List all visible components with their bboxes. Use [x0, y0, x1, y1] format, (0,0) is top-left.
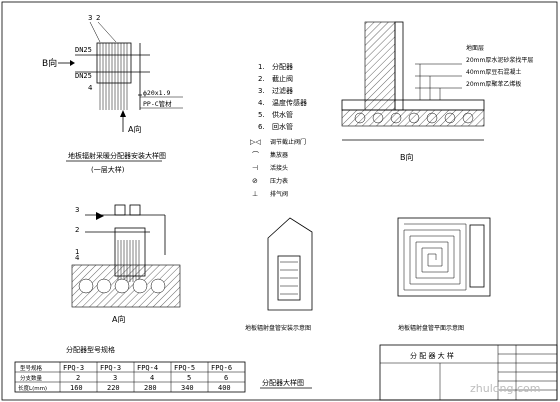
table-cell: 2 — [76, 374, 80, 382]
valve-icon: ▷◁ — [250, 138, 261, 146]
table-cell: 6 — [224, 374, 228, 382]
legend-symbol-text: 调节截止阀门 — [270, 138, 306, 146]
legend-text: 温度传感器 — [272, 98, 307, 107]
pipe-spec: ф20x1.9 — [143, 89, 170, 97]
legend-num: 5. — [258, 111, 265, 119]
table-header-cell: FPQ-3 — [100, 364, 121, 372]
legend-symbol-text: 集放器 — [270, 151, 288, 159]
manifold-plan-view: 3 2 DN25 DN25 4 B向 ф20x1.9 PP-C管材 A向 地板 — [42, 14, 183, 174]
table-cell: 4 — [150, 374, 154, 382]
arrow-icon — [70, 60, 75, 66]
table-header-cell: FPQ-4 — [137, 364, 158, 372]
spec-table: 分配器型号规格 型号规格 FPQ-3 FPQ-3 FPQ-4 FPQ-5 FPQ… — [14, 345, 246, 393]
legend-num: 4. — [258, 99, 265, 107]
a-direction-view: 3 2 1 4 A向 — [71, 204, 181, 324]
union-icon: ⊣ — [252, 164, 258, 172]
table-header-cell: FPQ-3 — [63, 364, 84, 372]
arrow-up-icon — [120, 110, 126, 117]
title-block-title: 分 配 器 大 样 — [410, 351, 454, 360]
legend-text: 分配器 — [272, 62, 293, 71]
table-header-cell: FPQ-5 — [174, 364, 195, 372]
legend-text: 截止阀 — [272, 74, 293, 83]
b-direction-label: B向 — [42, 57, 57, 69]
table-cell: 400 — [218, 384, 231, 392]
legend-num: 1. — [258, 63, 265, 71]
label-4: 4 — [88, 84, 93, 92]
vent-icon: ⊥ — [252, 190, 258, 198]
legend: 1. 分配器 2. 截止阀 3. 过滤器 4. 温度传感器 5. 供水管 6. … — [250, 62, 307, 198]
layer-label: 20mm厚聚苯乙烯板 — [466, 80, 521, 88]
watermark: zhulong.com — [470, 382, 540, 395]
table-title: 分配器型号规格 — [66, 345, 115, 354]
sheet-caption: 分配器大样图 — [262, 378, 304, 387]
table-cell: 长度L(mm) — [18, 384, 47, 392]
label-3: 3 — [88, 14, 92, 22]
section-b-view: 地面层 20mm厚水泥砂浆找平层 40mm厚豆石混凝土 20mm厚聚苯乙烯板 B… — [341, 21, 533, 162]
legend-num: 3. — [258, 87, 265, 95]
table-cell: 160 — [70, 384, 83, 392]
floor-coil-plan: 地板辐射盘管平面示意图 — [397, 217, 491, 332]
branch-pipes — [99, 43, 128, 110]
callout-number: 4 — [75, 254, 80, 262]
layer-label: 20mm厚水泥砂浆找平层 — [466, 56, 533, 64]
title-block: 分 配 器 大 样 — [379, 344, 558, 401]
legend-num: 2. — [258, 75, 265, 83]
table-cell: 分支数量 — [20, 374, 43, 382]
legend-symbol-text: 活接头 — [270, 164, 288, 172]
manifold-caption-sub: (一层大样) — [91, 165, 125, 174]
table-cell: 3 — [113, 374, 117, 382]
callout-number: 1 — [75, 248, 79, 256]
legend-text: 回水管 — [272, 122, 293, 131]
floor-slab — [341, 109, 485, 127]
a-direction-label: A向 — [128, 124, 141, 134]
legend-num: 6. — [258, 123, 265, 131]
table-header-cell: FPQ-6 — [211, 364, 232, 372]
label-dn-bottom: DN25 — [75, 72, 92, 80]
table-header-cell: 型号规格 — [20, 364, 43, 372]
callout-number: 3 — [75, 206, 79, 214]
table-cell: 280 — [144, 384, 157, 392]
label-dn-top: DN25 — [75, 46, 92, 54]
layer-top-label: 地面层 — [466, 44, 484, 52]
label-2: 2 — [96, 14, 100, 22]
section-b-caption: B向 — [400, 152, 414, 162]
gauge-icon: ⊘ — [252, 177, 258, 185]
callout-number: 2 — [75, 226, 79, 234]
a-view-caption: A向 — [112, 314, 125, 324]
table-cell: 340 — [181, 384, 194, 392]
wall-section — [364, 21, 396, 111]
collector-icon: ⌒ — [252, 151, 259, 159]
legend-symbol-text: 压力表 — [270, 177, 288, 185]
layer-label: 40mm厚豆石混凝土 — [466, 68, 521, 76]
legend-text: 过滤器 — [272, 86, 293, 95]
manifold-box-caption: 地板辐射盘管安装示意图 — [245, 324, 311, 332]
table-cell: 5 — [187, 374, 191, 382]
floor-plan-caption: 地板辐射盘管平面示意图 — [398, 324, 464, 332]
table-cell: 220 — [107, 384, 120, 392]
legend-symbol-text: 排气阀 — [270, 190, 288, 198]
manifold-box-view: 地板辐射盘管安装示意图 — [245, 217, 313, 332]
pipe-material: PP-C管材 — [143, 99, 172, 108]
manifold-caption: 地板辐射采暖分配器安装大样图 — [68, 151, 166, 160]
legend-text: 供水管 — [272, 110, 293, 119]
